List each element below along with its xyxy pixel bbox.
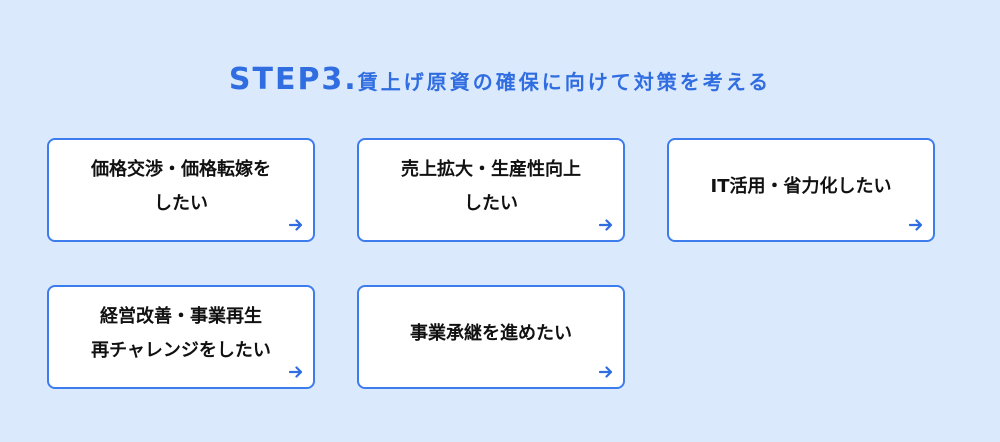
- arrow-right-icon: [289, 366, 303, 378]
- arrow-right-icon: [599, 366, 613, 378]
- card-business-improvement[interactable]: 経営改善・事業再生 再チャレンジをしたい: [47, 285, 315, 389]
- card-label: 事業承継を進めたい: [410, 323, 572, 344]
- title-text: 賃上げ原資の確保に向けて対策を考える: [357, 70, 772, 94]
- card-label: 価格交渉・価格転嫁を したい: [91, 159, 271, 214]
- card-label: 売上拡大・生産性向上 したい: [401, 159, 581, 214]
- step-label: STEP3.: [228, 62, 358, 97]
- arrow-right-icon: [599, 219, 613, 231]
- card-sales-expansion[interactable]: 売上拡大・生産性向上 したい: [357, 138, 625, 242]
- card-price-negotiation[interactable]: 価格交渉・価格転嫁を したい: [47, 138, 315, 242]
- card-label: 経営改善・事業再生 再チャレンジをしたい: [91, 306, 271, 361]
- card-it-utilization[interactable]: IT活用・省力化したい: [667, 138, 935, 242]
- card-label: IT活用・省力化したい: [710, 176, 892, 197]
- arrow-right-icon: [909, 219, 923, 231]
- card-business-succession[interactable]: 事業承継を進めたい: [357, 285, 625, 389]
- arrow-right-icon: [289, 219, 303, 231]
- page-title: STEP3.賃上げ原資の確保に向けて対策を考える: [0, 62, 1000, 97]
